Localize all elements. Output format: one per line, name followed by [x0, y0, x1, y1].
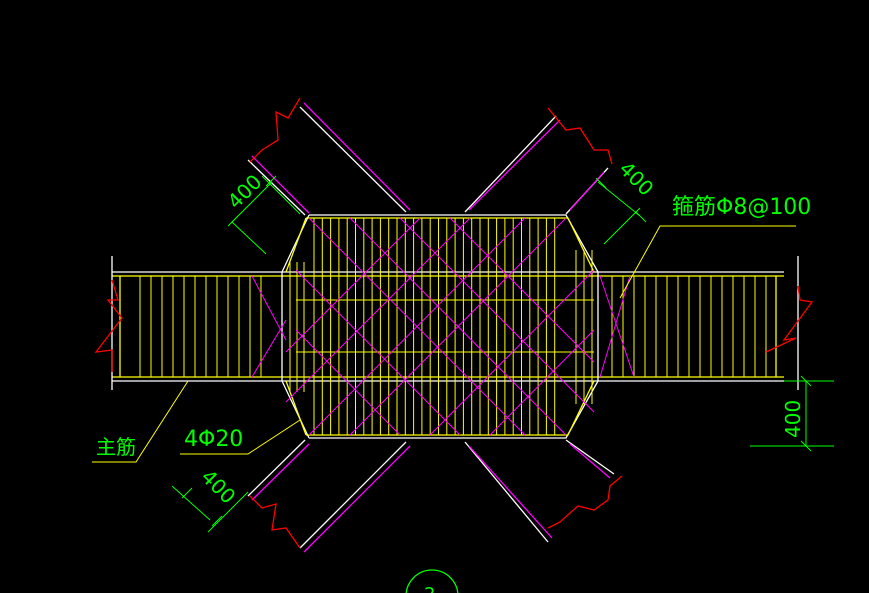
joint-vertical-stirrups	[289, 218, 593, 435]
joint-horizontal-bars	[296, 299, 594, 353]
right-beam-stirrups	[611, 276, 767, 377]
stirrup-callout-label: 箍筋Φ8@100	[672, 195, 811, 220]
left-beam-stirrups	[139, 276, 262, 377]
diagonal-beam-upper-left	[247, 102, 411, 216]
break-lines	[94, 97, 814, 549]
diagonal-beam-upper-right	[464, 115, 609, 215]
dimension-right-label: 400	[781, 400, 805, 438]
main-bar-callout-label: 主筋	[96, 435, 136, 459]
diagonal-beam-lower-right	[464, 439, 615, 543]
joint-diagonal-stirrups	[251, 217, 635, 436]
diagonal-beam-lower-left	[247, 439, 411, 553]
section-mark: 2	[405, 569, 459, 593]
main-bar-count-label: 4Φ20	[184, 427, 243, 452]
section-mark-number: 2	[424, 584, 435, 593]
leader-lines	[92, 225, 796, 463]
dimension-lines	[171, 175, 834, 533]
horizontal-beam	[111, 256, 799, 390]
